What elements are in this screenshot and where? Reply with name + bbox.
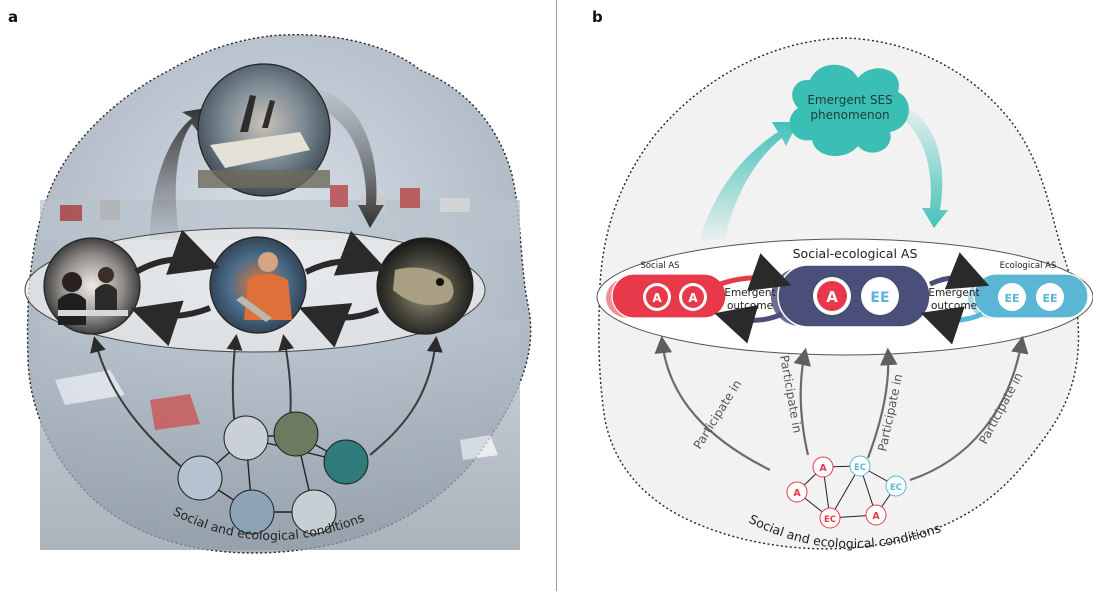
network-photo-sea-creature <box>323 439 369 485</box>
emergent-phenomenon-line1: Emergent SES <box>807 93 892 107</box>
network-photo-person <box>177 455 223 501</box>
network-photo-fish-school <box>273 411 319 457</box>
outcome-left-line2: outcome <box>727 300 773 312</box>
emergent-phenomenon-line2: phenomenon <box>810 108 889 122</box>
ship-photo <box>197 63 331 197</box>
network-photo-vessel <box>291 489 337 535</box>
social-ecological-as-group: A EE <box>771 264 931 328</box>
central-node-ee: EE <box>870 290 889 306</box>
ecological-as-label: Ecological AS <box>1000 261 1057 271</box>
participate-arrow-social <box>654 335 771 471</box>
panel-a-letter: a <box>8 8 19 26</box>
panel-a: Social and ecological conditions <box>24 33 532 554</box>
panel-a-network <box>177 411 369 535</box>
network-node-ec-1-label: EC <box>854 463 866 473</box>
social-to-central-arrow <box>719 253 792 291</box>
network-node-a-3-label: A <box>872 511 880 522</box>
network-photo-whale <box>229 489 275 535</box>
panel-b: Emergent SES phenomenon Social-ecologica… <box>596 37 1093 551</box>
network-node-ec-3-label: EC <box>824 515 836 525</box>
panel-a-feedback-arrow <box>318 90 384 228</box>
outcome-left-line1: Emergent <box>724 287 775 299</box>
network-node-a-2-label: A <box>793 488 801 499</box>
participate-arrow-central-left <box>793 347 811 456</box>
central-node-a: A <box>826 288 838 306</box>
ecological-to-central-arrow <box>920 306 984 345</box>
social-ecological-as-label: Social-ecological AS <box>793 246 918 261</box>
panel-divider <box>556 0 557 591</box>
central-to-social-arrow <box>714 305 784 344</box>
arrow-fisher-to-fish <box>304 230 388 276</box>
fisher-photo <box>209 236 307 334</box>
ecological-node-ee-2: EE <box>1042 292 1057 305</box>
panel-a-emergence-arrow <box>150 108 206 240</box>
panel-b-feedback-arrow <box>900 104 948 228</box>
network-node-a-2 <box>786 481 808 503</box>
office-photo <box>43 237 141 335</box>
arrow-fisher-to-office <box>130 300 212 347</box>
arrow-network-to-fish <box>369 336 443 456</box>
network-node-ec-2-label: EC <box>890 483 902 493</box>
outcome-right-line1: Emergent <box>928 287 979 299</box>
network-node-ec-3 <box>819 507 841 529</box>
participate-arrow-central-right <box>866 347 898 459</box>
participate-arrow-ecological <box>909 335 1029 482</box>
social-as-label: Social AS <box>640 261 679 271</box>
ecological-node-ee-1: EE <box>1004 292 1019 305</box>
fish-photo <box>376 237 474 335</box>
network-photo-trawler <box>223 415 269 461</box>
network-node-a-1-label: A <box>819 463 827 474</box>
arrow-office-to-fisher <box>134 229 220 275</box>
panel-b-network: A A EC EC EC A <box>786 455 907 529</box>
network-node-ec-2 <box>885 475 907 497</box>
arrow-fish-to-fisher <box>298 303 380 348</box>
ecological-as-group: Ecological AS EE EE <box>968 261 1089 319</box>
panel-b-letter: b <box>592 8 603 26</box>
panel-b-emergence-arrow <box>700 122 798 240</box>
network-node-a-1 <box>812 456 834 478</box>
social-node-a-2: A <box>688 291 698 305</box>
outcome-right-line2: outcome <box>931 300 977 312</box>
emergent-phenomenon-blob <box>789 64 909 157</box>
arrow-network-to-office <box>90 336 186 471</box>
arrow-network-to-fisher-2 <box>278 334 295 419</box>
network-node-a-3 <box>865 504 887 526</box>
central-to-ecological-arrow <box>928 252 990 290</box>
social-node-a-1: A <box>652 291 662 305</box>
network-node-ec-1 <box>849 455 871 477</box>
